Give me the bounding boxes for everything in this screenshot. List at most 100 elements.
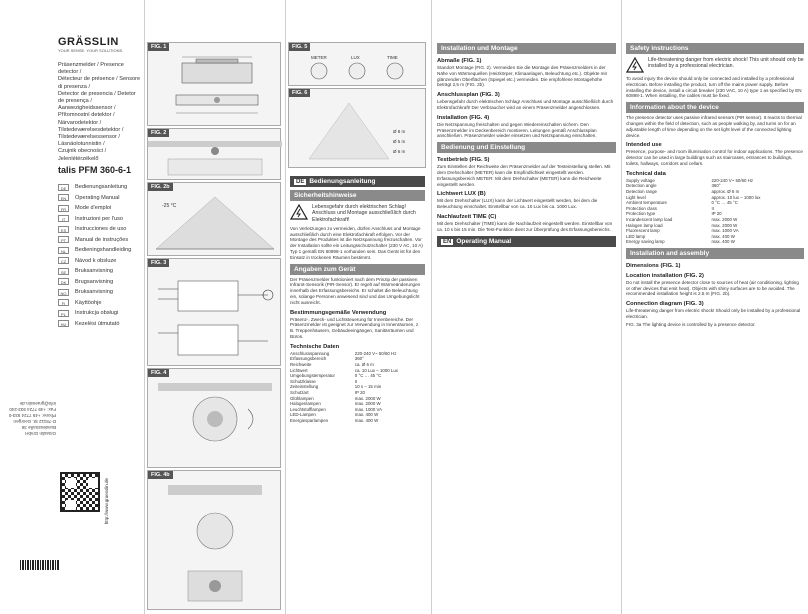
column-divider: [285, 0, 286, 614]
spec-value: II: [354, 378, 358, 384]
safety-text: To avoid injury the device should only b…: [626, 76, 802, 99]
address-line: D-78112 St. Georgen: [13, 419, 56, 424]
use-text: Presence, purpose- and room illumination…: [626, 149, 803, 166]
figure-label: FIG. 2b: [148, 183, 173, 191]
use-header: Intended use: [626, 142, 662, 149]
product-name-line: Czujnik obecności / Jelenlétérzékelő: [58, 148, 107, 162]
spec-label: Umgebungstemperatur: [290, 373, 335, 379]
spec-label: Fluorescent lamp: [626, 228, 660, 234]
product-name-line: Tilstedeværelsessensor / Läsnäolotunnist…: [58, 134, 120, 148]
spec-row: Umgebungstemperatur 0 °C … 45 °C: [290, 373, 425, 379]
language-code: CZ: [58, 257, 69, 265]
spec-label: Lichtwert: [290, 367, 308, 373]
figure-1: FIG. 1: [147, 42, 281, 126]
warning-icon: [626, 57, 644, 73]
spec-value: max. 400 W: [711, 239, 735, 245]
spec-value: ca. Ø 6 m: [354, 362, 374, 368]
spec-label: Anschlussspannung: [290, 350, 330, 356]
product-name-line: Närvarodetektor / Tilstedeværelsesdetekt…: [58, 119, 124, 133]
product-names: Präsenzmelder / Presence detector / Déte…: [58, 62, 142, 163]
about-text: Der Präsenzmelder funktioniert nach dem …: [290, 276, 421, 305]
spec-value: 360°: [711, 183, 721, 189]
range-drawing: Ø 8 m Ø 5 m Ø 6 m: [308, 102, 406, 160]
installation-drawing: [158, 383, 272, 442]
spec-row: Anschlussspannung 220-240 V~ 50/60 Hz: [290, 351, 425, 357]
spec-value: max. 1000 VA: [711, 228, 739, 234]
spec-label: Light level: [626, 194, 646, 200]
install-header: Installation und Montage: [437, 43, 616, 54]
warning-box: Lebensgefahr durch elektrischen Schlag! …: [290, 204, 425, 223]
spec-value: II: [711, 205, 714, 211]
cover-column: GRÄSSLIN YOUR SENSE. YOUR SOLUTIONS. Prä…: [0, 0, 143, 614]
meter-dial: [310, 62, 328, 80]
spec-label: Detection angle: [626, 183, 657, 189]
lux-text: Mit dem Drehschalter (LUX) kann der Lich…: [437, 198, 598, 210]
spec-value: 360°: [354, 356, 364, 362]
address-line: Fax: +49 7724 933-240: [9, 407, 56, 412]
spec-label: Glühlampen: [290, 395, 314, 401]
safety-header: Sicherheitshinweise: [290, 190, 425, 201]
detection-zone-drawing: -25 °C: [155, 196, 275, 250]
spec-value: 220-240 V~ 50/60 Hz: [354, 350, 397, 356]
safety-text: Von Verletzungen zu vermeiden, dürfen An…: [290, 225, 423, 260]
language-label: Bruksanvisning: [75, 289, 113, 296]
spec-value: max. 2000 W: [354, 401, 381, 407]
warning-text: Life-threatening danger from electric sh…: [648, 57, 804, 70]
spec-value: approx. Ø 6 m: [711, 188, 740, 194]
dial-drawing: METER LUX TIME: [310, 55, 404, 80]
spec-value: 0 °C … 45 °C: [354, 373, 382, 379]
safety-header-en: Safety instructions: [626, 43, 804, 54]
test-text: Zum Einstellen der Reichweite den Präsen…: [437, 164, 611, 187]
mount-header: Installation (FIG. 4): [437, 114, 490, 121]
spec-row: Detection angle 360°: [626, 183, 804, 189]
language-code: IT: [58, 215, 69, 223]
install-text: Standort Montage (FIG. 2). Vermeiden Sie…: [437, 65, 607, 88]
column-divider: [144, 0, 145, 614]
spec-label: LED-Lampen: [290, 412, 316, 418]
figure-note: FIG. 3a The lighting device is controlle…: [626, 321, 756, 327]
spec-value: max. 400 W: [354, 417, 379, 423]
spec-value: approx. 10 lux – 1000 lux: [711, 194, 761, 200]
figure-4b: FIG. 4b: [147, 470, 281, 610]
mount-text: Die Netzspannung freischalten und gegen …: [437, 121, 597, 139]
product-name-line: Aanwezigheidssensor / Přítomnostní detek…: [58, 105, 116, 119]
spec-label: Protection type: [626, 211, 656, 217]
spec-value: max. 1000 VA: [354, 406, 383, 412]
language-label: Operating Manual: [75, 194, 120, 201]
german-column: FIG. 5 METER LUX TIME FIG. 6 Ø 8 m Ø 5 m…: [286, 0, 429, 614]
location-header: Location installation (FIG. 2): [626, 272, 704, 279]
barcode: [20, 560, 60, 570]
address-line: Bundesstraße 36: [21, 425, 56, 430]
product-name-line: Détecteur de présence / Sensore di prese…: [58, 76, 141, 90]
language-label: Instrucciones de uso: [75, 226, 127, 233]
meter-label: METER: [311, 55, 328, 60]
language-code: DE: [58, 183, 69, 191]
section-title: Bedienungsanleitung: [309, 178, 376, 185]
spec-value: 10 s – 15 min: [354, 384, 382, 390]
range-label: Ø 6 m: [393, 149, 406, 154]
figure-5: FIG. 5 METER LUX TIME: [288, 42, 426, 86]
spec-value: ca. 10 Lux – 1000 Lux: [354, 367, 399, 373]
info-text: The presence detector uses passive infra…: [626, 115, 802, 138]
spec-label: Ambient temperature: [626, 200, 667, 206]
figure-4: FIG. 4: [147, 368, 281, 468]
model-name: talis PFM 360-6-1: [58, 165, 132, 175]
spec-value: max. 2000 W: [711, 216, 738, 222]
figure-label: FIG. 2: [148, 129, 170, 137]
figure-label: FIG. 1: [148, 43, 170, 51]
address-line: info@graesslin.de: [19, 401, 56, 406]
